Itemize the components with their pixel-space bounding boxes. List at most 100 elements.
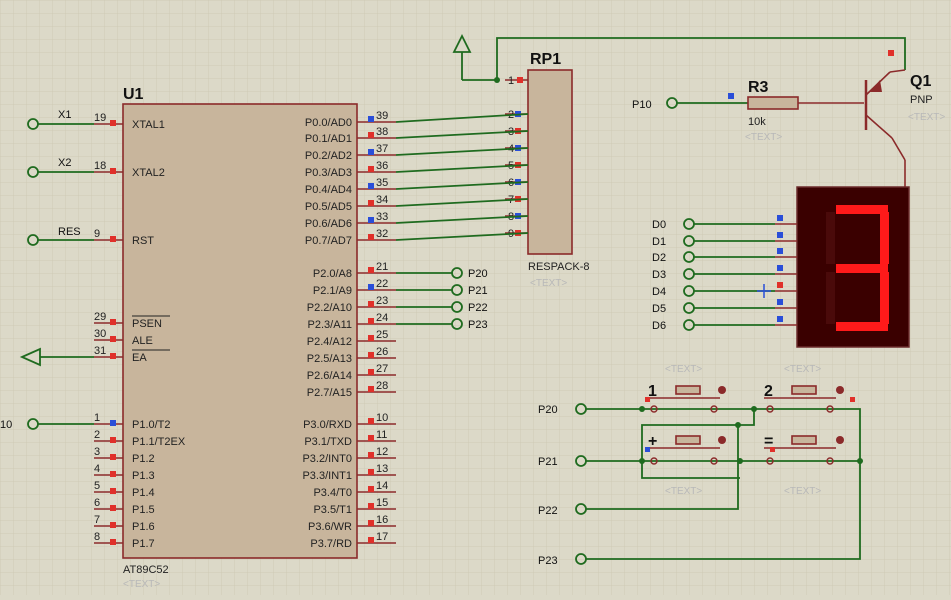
- rp1-body[interactable]: [527, 69, 573, 255]
- rp1-pin-number: 1: [508, 75, 514, 87]
- net-label-res: RES: [58, 226, 81, 238]
- u1-pin-number: 18: [94, 160, 106, 172]
- bus-p0: [395, 113, 529, 241]
- display-line-label: D4: [652, 286, 666, 298]
- terminal-p22[interactable]: [451, 301, 463, 313]
- u1-pin-number: 38: [376, 126, 388, 138]
- u1-pin-name: PSEN: [132, 318, 162, 330]
- terminal-p23[interactable]: [451, 318, 463, 330]
- u1-pin-name: P2.1/A9: [313, 285, 352, 297]
- r3-resistor[interactable]: P10 R3 10k <TEXT>: [632, 79, 864, 143]
- r3-body[interactable]: [747, 96, 799, 110]
- button-1[interactable]: 1 <TEXT>: [645, 364, 726, 413]
- seg-e: [826, 272, 835, 324]
- r3-net-label: P10: [632, 99, 652, 111]
- u1-pin-name: P2.3/A11: [308, 319, 352, 331]
- u1-pin-number: 4: [94, 463, 100, 475]
- r3-ref: R3: [748, 79, 769, 96]
- u1-pin-number: 7: [94, 514, 100, 526]
- net-label: P20: [468, 268, 488, 280]
- button-2-text-tag: <TEXT>: [784, 364, 821, 375]
- net-label-x2: X2: [58, 157, 71, 169]
- button-plus[interactable]: + <TEXT>: [645, 433, 726, 497]
- button-equals-label: =: [764, 433, 773, 450]
- u1-pin-name: P1.5: [132, 504, 155, 516]
- net-label: P23: [468, 319, 488, 331]
- button-2[interactable]: 2 <TEXT>: [764, 364, 855, 413]
- u1-pin-name: P3.0/RXD: [303, 419, 352, 431]
- u1-chip[interactable]: U1 AT89C52 <TEXT> 19XTAL118XTAL29RST29PS…: [94, 86, 396, 590]
- keypad: P20 P21 P22 P23 1 <TEXT> 2: [538, 364, 863, 567]
- u1-pin-number: 36: [376, 160, 388, 172]
- u1-pin-number: 31: [94, 345, 106, 357]
- u1-right-pins: 39P0.0/AD038P0.1/AD137P0.2/AD236P0.3/AD3…: [302, 110, 396, 550]
- u1-pin-number: 26: [376, 346, 388, 358]
- display-line-label: D5: [652, 303, 666, 315]
- u1-pin-name: EA: [132, 352, 147, 364]
- u1-pin-name: P3.7/RD: [310, 538, 352, 550]
- seg-c: [880, 272, 889, 324]
- vcc-power-arrow-icon: [452, 33, 472, 53]
- u1-pin-name: ALE: [132, 335, 153, 347]
- u1-pin-name: P1.1/T2EX: [132, 436, 186, 448]
- u1-pin-name: P3.1/TXD: [304, 436, 352, 448]
- u1-pin-number: 22: [376, 278, 388, 290]
- rp1-text-tag: <TEXT>: [530, 278, 567, 289]
- u1-pin-number: 9: [94, 228, 100, 240]
- u1-pin-name: P3.3/INT1: [302, 470, 352, 482]
- u1-pin-number: 24: [376, 312, 388, 324]
- kp-net-p21: P21: [538, 456, 558, 468]
- seg-a: [836, 205, 888, 214]
- u1-pin-name: P1.6: [132, 521, 155, 533]
- u1-pin-number: 28: [376, 380, 388, 392]
- u1-pin-name: P0.0/AD0: [305, 117, 352, 129]
- u1-pin-name: P2.4/A12: [307, 336, 352, 348]
- terminal-p21[interactable]: [451, 284, 463, 296]
- u1-pin-name: P3.2/INT0: [302, 453, 352, 465]
- r3-value: 10k: [748, 116, 766, 128]
- button-equals-text-tag: <TEXT>: [784, 486, 821, 497]
- button-plus-text-tag: <TEXT>: [665, 486, 702, 497]
- u1-pin-name: P2.0/A8: [313, 268, 352, 280]
- net-label: P22: [468, 302, 488, 314]
- u1-pin-name: P0.1/AD1: [305, 133, 352, 145]
- u1-pin-number: 2: [94, 429, 100, 441]
- kp-net-p20: P20: [538, 404, 558, 416]
- button-2-label: 2: [764, 383, 773, 400]
- u1-ref: U1: [123, 86, 144, 103]
- u1-body[interactable]: [122, 103, 358, 559]
- u1-pin-number: 23: [376, 295, 388, 307]
- button-plus-label: +: [648, 433, 657, 450]
- q1-type: PNP: [910, 94, 933, 106]
- button-equals[interactable]: = <TEXT>: [764, 433, 844, 497]
- u1-pin-name: XTAL1: [132, 119, 165, 131]
- seg-g: [836, 264, 888, 273]
- q1-text-tag: <TEXT>: [908, 112, 945, 123]
- ea-power-arrow-icon: [19, 347, 41, 367]
- u1-pin-number: 25: [376, 329, 388, 341]
- u1-pin-name: P1.2: [132, 453, 155, 465]
- u1-part: AT89C52: [123, 564, 169, 576]
- u1-pin-number: 3: [94, 446, 100, 458]
- digit-3: [826, 205, 889, 331]
- rp1-ref: RP1: [530, 51, 561, 68]
- net-label-x1: X1: [58, 109, 71, 121]
- seg-d: [836, 322, 888, 331]
- display-line-label: D1: [652, 236, 666, 248]
- wire-rp1-common: [496, 37, 906, 80]
- u1-pin-number: 11: [376, 429, 387, 441]
- u1-pin-number: 37: [376, 143, 388, 155]
- display-line-label: D2: [652, 252, 666, 264]
- terminal-p20[interactable]: [451, 267, 463, 279]
- left-terminals: X1 X2 RES 10: [0, 109, 94, 431]
- u1-pin-number: 8: [94, 531, 100, 543]
- u1-pin-name: XTAL2: [132, 167, 165, 179]
- u1-pin-name: P0.4/AD4: [305, 184, 352, 196]
- u1-pin-name: P0.7/AD7: [305, 235, 352, 247]
- seg-b: [880, 212, 889, 264]
- q1-transistor[interactable]: Q1 PNP <TEXT>: [864, 50, 945, 187]
